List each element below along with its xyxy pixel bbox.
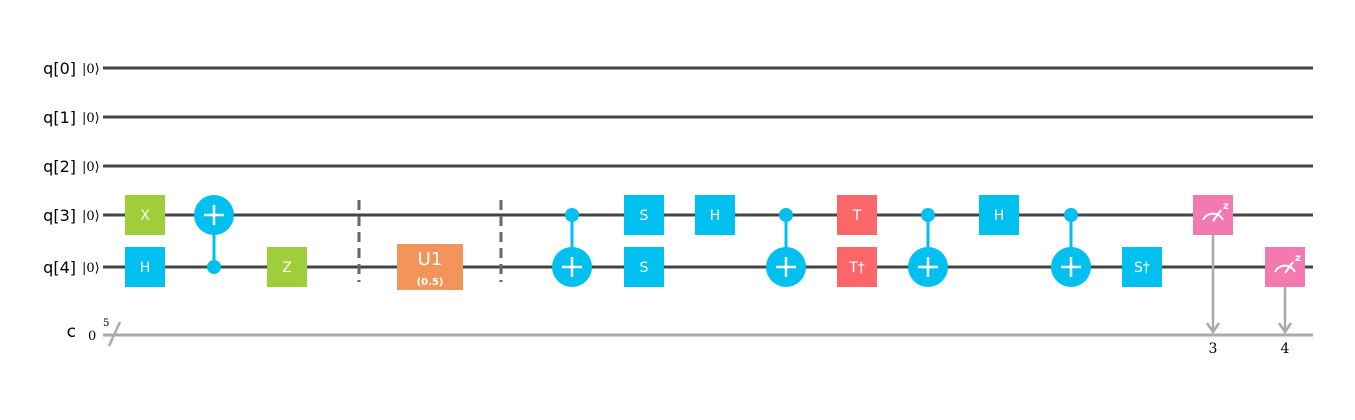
gate-box [837,195,877,235]
gate-label: S [640,260,649,276]
control-dot [1064,208,1078,222]
bundle-slash [107,321,122,347]
gate-label: H [710,208,721,224]
gate-label: S† [1134,260,1150,276]
classical-width: 5 [103,318,109,329]
measure-box [1193,195,1233,235]
gate-box [624,195,664,235]
measure-arrow [1277,322,1293,335]
qubit-init-state: |0⟩ [82,209,100,224]
meter-z-mark: z [1295,253,1301,264]
meter-arc-icon [1274,264,1296,273]
meter-needle-icon [1212,209,1222,222]
gate-label: S [640,208,649,224]
qubit-label: q[1] [43,108,76,127]
qubit-init-state: |0⟩ [82,261,100,276]
gate-h: H [979,195,1019,235]
meter-arc-icon [1202,212,1224,221]
clbit-index: 3 [1209,341,1218,357]
qubit-init-state: |0⟩ [82,111,100,126]
cnot-gate [194,195,234,274]
gate-z: Z [267,247,307,287]
gate-box [267,247,307,287]
gate-s-dagger: S† [1122,247,1162,287]
gate-s: S [624,247,664,287]
gate-label: T [852,208,862,224]
qubit-wires [103,66,1313,269]
register-labels: q[0] |0⟩ q[1] |0⟩ q[2] |0⟩ q[3] |0⟩ q[4] |0⟩ [43,59,100,277]
measure-gate: z4 [1265,247,1305,357]
meter-z-mark: z [1223,201,1229,212]
qubit-init-state: |0⟩ [82,160,100,175]
gate-box [837,247,877,287]
gate-u1: U1 (0.5) [397,244,463,290]
measure-box [1265,247,1305,287]
gate-box [1122,247,1162,287]
qubit-label: q[4] [43,258,76,277]
gate-label: H [140,260,151,276]
gate-label: U1 [418,249,443,270]
measure-gate: z3 [1193,195,1233,357]
control-dot [207,260,221,274]
qubit-label: q[0] [43,59,76,78]
cnot-gate [908,208,948,287]
qubit-init-state: |0⟩ [82,62,100,77]
gate-label: Z [282,260,292,276]
cnot-gate [1051,208,1091,287]
clbit-index: 4 [1281,341,1290,357]
gate-x: X [125,195,165,235]
classical-label: c [67,322,76,342]
gate-label: H [994,208,1005,224]
gate-box [979,195,1019,235]
gate-t: T [837,195,877,235]
gate-h: H [695,195,735,235]
gate-box [125,195,165,235]
measure-arrow [1205,322,1221,335]
meter-needle-icon [1284,261,1294,274]
gate-box [125,247,165,287]
gate-box [624,247,664,287]
control-dot [921,208,935,222]
gate-label: X [140,208,150,224]
cnot-gate [766,208,806,287]
qubit-label: q[3] [43,206,76,225]
gate-box [397,244,463,290]
cnot-gate [552,208,592,287]
gate-h: H [125,247,165,287]
control-dot [565,208,579,222]
control-dot [779,208,793,222]
classical-init: 0 [88,329,96,344]
qubit-label: q[2] [43,157,76,176]
gate-param: (0.5) [417,277,444,288]
gate-t-dagger: T† [837,247,877,287]
gate-s: S [624,195,664,235]
gate-label: T† [848,260,865,276]
gate-box [695,195,735,235]
